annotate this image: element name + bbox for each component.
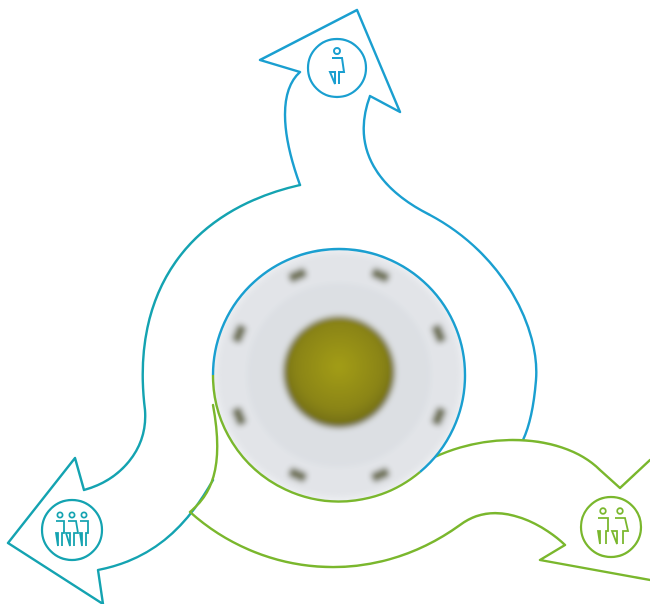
node-top <box>308 39 366 97</box>
node-right <box>581 497 641 557</box>
hub <box>205 245 470 505</box>
node-left <box>42 500 102 560</box>
